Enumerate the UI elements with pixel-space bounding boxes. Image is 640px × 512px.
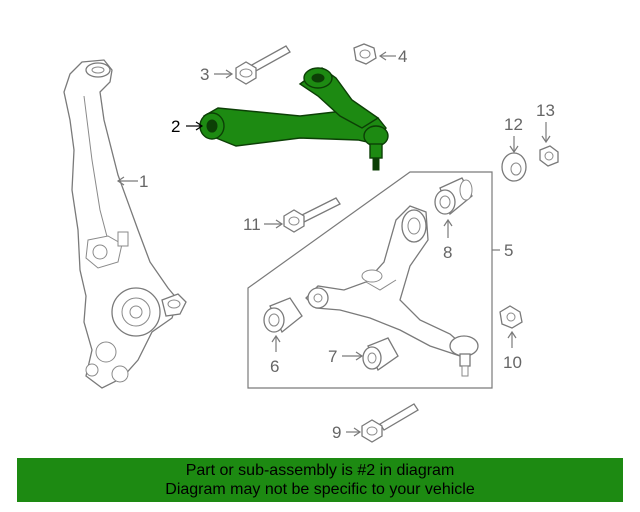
callout-12-label: 12 <box>504 115 523 134</box>
callout-6: 6 <box>270 334 281 376</box>
callout-10: 10 <box>503 330 522 372</box>
callout-3: 3 <box>200 65 234 84</box>
callout-2-label: 2 <box>171 117 180 136</box>
callout-3-label: 3 <box>200 65 209 84</box>
callout-2: 2 <box>171 117 204 136</box>
banner-line-2: Diagram may not be specific to your vehi… <box>165 481 475 498</box>
callout-4: 4 <box>378 47 407 66</box>
callout-12: 12 <box>504 115 523 154</box>
callout-4-label: 4 <box>398 47 407 66</box>
nut-part-10 <box>499 305 523 329</box>
bolt-part-11 <box>283 197 341 233</box>
callout-5-label: 5 <box>504 241 513 260</box>
callout-13: 13 <box>536 101 555 144</box>
callout-1-label: 1 <box>139 172 148 191</box>
steering-knuckle-part <box>63 59 187 389</box>
callout-10-label: 10 <box>503 353 522 372</box>
parts-diagram: 1 2 3 4 5 6 7 8 9 10 11 12 <box>63 43 559 443</box>
bushing-part-6 <box>263 297 303 334</box>
bushing-part-7 <box>362 337 399 371</box>
callout-13-label: 13 <box>536 101 555 120</box>
callout-8-label: 8 <box>443 243 452 262</box>
callout-7: 7 <box>328 347 364 366</box>
callout-9-label: 9 <box>332 423 341 442</box>
bolt-part-9 <box>361 403 419 443</box>
lower-control-arm-part-5 <box>305 205 479 377</box>
notice-banner: Part or sub-assembly is #2 in diagram Di… <box>17 458 623 502</box>
washer-part-12 <box>501 152 527 182</box>
callout-11: 11 <box>243 215 284 234</box>
callout-1: 1 <box>116 172 148 191</box>
callout-11-label: 11 <box>243 215 261 234</box>
callout-7-label: 7 <box>328 347 337 366</box>
callout-6-label: 6 <box>270 357 279 376</box>
banner-line-1: Part or sub-assembly is #2 in diagram <box>185 462 455 479</box>
bolt-part-3 <box>235 45 291 85</box>
callout-5: 5 <box>504 241 513 260</box>
nut-part-13 <box>539 145 559 167</box>
callout-8: 8 <box>443 218 453 262</box>
bushing-part-8 <box>434 177 473 216</box>
nut-part-4 <box>353 43 377 65</box>
upper-control-arm-part-2 <box>199 67 389 171</box>
lower-arm-assembly-box <box>247 171 500 389</box>
callout-9: 9 <box>332 423 362 442</box>
